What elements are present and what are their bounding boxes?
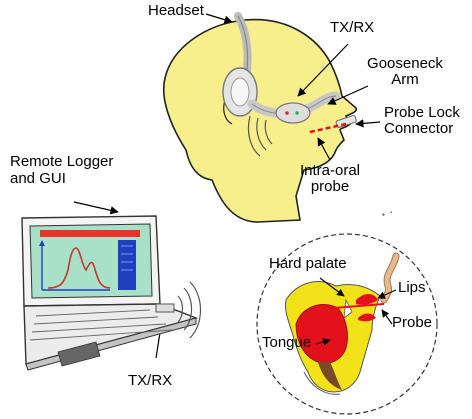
headset-label: Headset xyxy=(148,2,204,19)
txrx-top-label: TX/RX xyxy=(330,19,375,36)
probe-lock-label-line2: Connector xyxy=(384,120,454,137)
tongue-label: Tongue xyxy=(262,334,312,351)
remote-logger-label-line1: Remote Logger xyxy=(10,153,114,170)
intraoral-probe-label-line2: probe xyxy=(310,178,350,195)
remote-logger-label-line2: and GUI xyxy=(10,170,66,187)
wireless-signal-icon xyxy=(247,115,273,157)
intraoral-probe-line xyxy=(309,122,347,134)
txrx-bottom-label: TX/RX xyxy=(128,372,173,389)
hard-palate-label: Hard palate xyxy=(269,255,347,272)
laptop-icon xyxy=(21,215,199,371)
gooseneck-label-line1: Gooseneck xyxy=(367,55,443,72)
probe-label: Probe xyxy=(392,314,433,331)
zoom-callout-arrows xyxy=(315,277,397,346)
lips-label: Lips xyxy=(398,279,426,296)
probe-lock-label-line1: Probe Lock xyxy=(384,104,460,121)
mouth-cross-section xyxy=(256,233,438,415)
laptop-wireless-signal-icon xyxy=(177,281,201,339)
intraoral-probe-label-line1: Intra-oral xyxy=(299,162,361,179)
headset-icon xyxy=(222,12,357,128)
gooseneck-label-line2: Arm xyxy=(391,71,419,88)
